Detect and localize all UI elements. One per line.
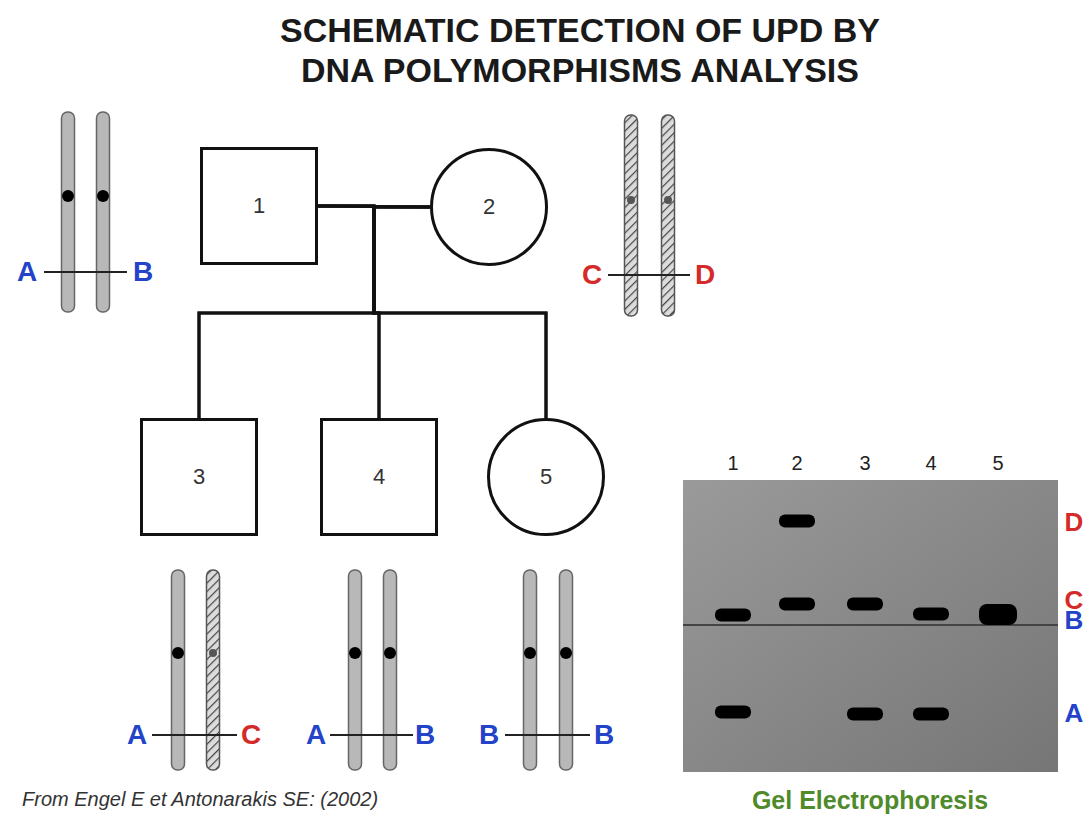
male-square: 4: [320, 418, 438, 536]
caption: From Engel E et Antonarakis SE: (2002): [22, 788, 378, 811]
lane-number: 1: [727, 452, 738, 474]
male-square: 1: [200, 147, 318, 265]
lane-number: 5: [992, 452, 1003, 474]
child-chromosomes: [152, 570, 237, 770]
lane-number: 3: [859, 452, 870, 474]
lane-number: 4: [925, 452, 936, 474]
band-label: A: [1065, 699, 1084, 728]
gel-title: Gel Electrophoresis: [752, 787, 988, 815]
band-label: D: [1065, 508, 1084, 537]
pedigree-number: 1: [253, 193, 265, 219]
child-chromosomes: [505, 570, 590, 770]
allele-label: B: [415, 720, 435, 751]
lane-number: 2: [791, 452, 802, 474]
allele-label: A: [17, 257, 37, 288]
male-square: 3: [140, 418, 258, 536]
allele-label: B: [594, 720, 614, 751]
paternal-chromosomes: [44, 112, 127, 312]
title: SCHEMATIC DETECTION OF UPD BY DNA POLYMO…: [272, 10, 888, 90]
gel: [683, 480, 1058, 772]
female-circle: 2: [430, 148, 548, 266]
allele-label: B: [479, 720, 499, 751]
allele-label: C: [582, 260, 602, 291]
pedigree-number: 2: [483, 194, 495, 220]
pedigree-number: 3: [193, 464, 205, 490]
allele-label: D: [695, 260, 715, 291]
maternal-chromosomes: [608, 115, 690, 316]
female-circle: 5: [487, 418, 605, 536]
allele-label: B: [133, 257, 153, 288]
allele-label: A: [127, 720, 147, 751]
allele-label: C: [241, 720, 261, 751]
allele-label: A: [306, 720, 326, 751]
child-chromosomes: [330, 570, 413, 770]
pedigree-number: 4: [373, 464, 385, 490]
pedigree-number: 5: [540, 464, 552, 490]
band-label: B: [1065, 606, 1084, 635]
